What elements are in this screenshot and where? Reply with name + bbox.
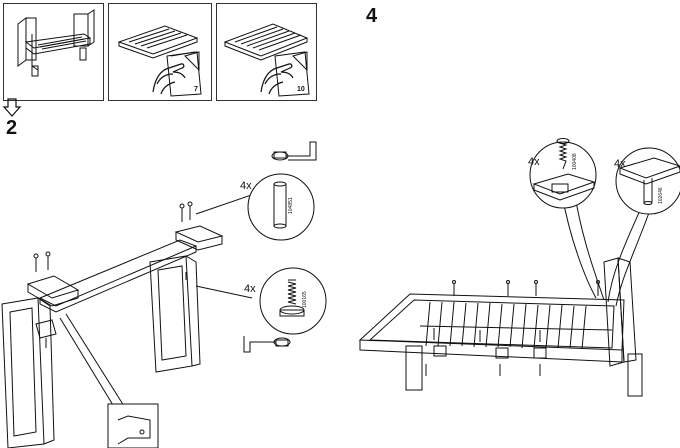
screw-icon <box>34 202 192 348</box>
step-4-callout-screw: 100408 <box>528 140 598 210</box>
part-number-label: 100165 <box>302 291 308 308</box>
quantity-label: 4x <box>244 283 256 295</box>
screw-icon <box>553 137 573 173</box>
part-number-label: 104851 <box>288 197 294 214</box>
cam-bolt-icon <box>236 330 296 370</box>
step-4-callout-dowel: 102646 <box>614 146 680 216</box>
hand-icon <box>261 64 293 94</box>
hand-icon <box>109 4 211 100</box>
part-number-label: 102646 <box>658 187 664 204</box>
step-4-number: 4 <box>366 5 378 27</box>
dowel-icon <box>274 182 286 228</box>
page-ref-badge: 10 <box>297 86 305 93</box>
page-ref-badge: 7 <box>194 86 198 93</box>
screw-icon <box>280 280 304 316</box>
part-number-label: 100408 <box>572 153 578 170</box>
prior-step-frame-a: 7 <box>108 3 212 101</box>
step-2-assembly-illustration <box>0 148 360 448</box>
frame-parts-illustration <box>217 4 316 100</box>
cam-bolt-icon <box>266 138 326 178</box>
quantity-label: 4x <box>528 156 540 168</box>
frame-parts-illustration <box>109 4 211 100</box>
screw-icon <box>426 281 600 377</box>
quantity-label: 4x <box>240 180 252 192</box>
quantity-label: 4x <box>614 158 626 170</box>
prior-step-frame-overview <box>3 3 104 101</box>
step-2-callout-bolt: 100165 <box>258 266 328 336</box>
step-2-number: 2 <box>6 117 18 139</box>
bed-overview-illustration <box>4 4 103 100</box>
step-2-callout-dowel: 104851 <box>246 172 316 242</box>
dowel-icon <box>620 158 680 205</box>
down-arrow-icon <box>2 98 22 118</box>
prior-step-frame-b: 10 <box>216 3 317 101</box>
